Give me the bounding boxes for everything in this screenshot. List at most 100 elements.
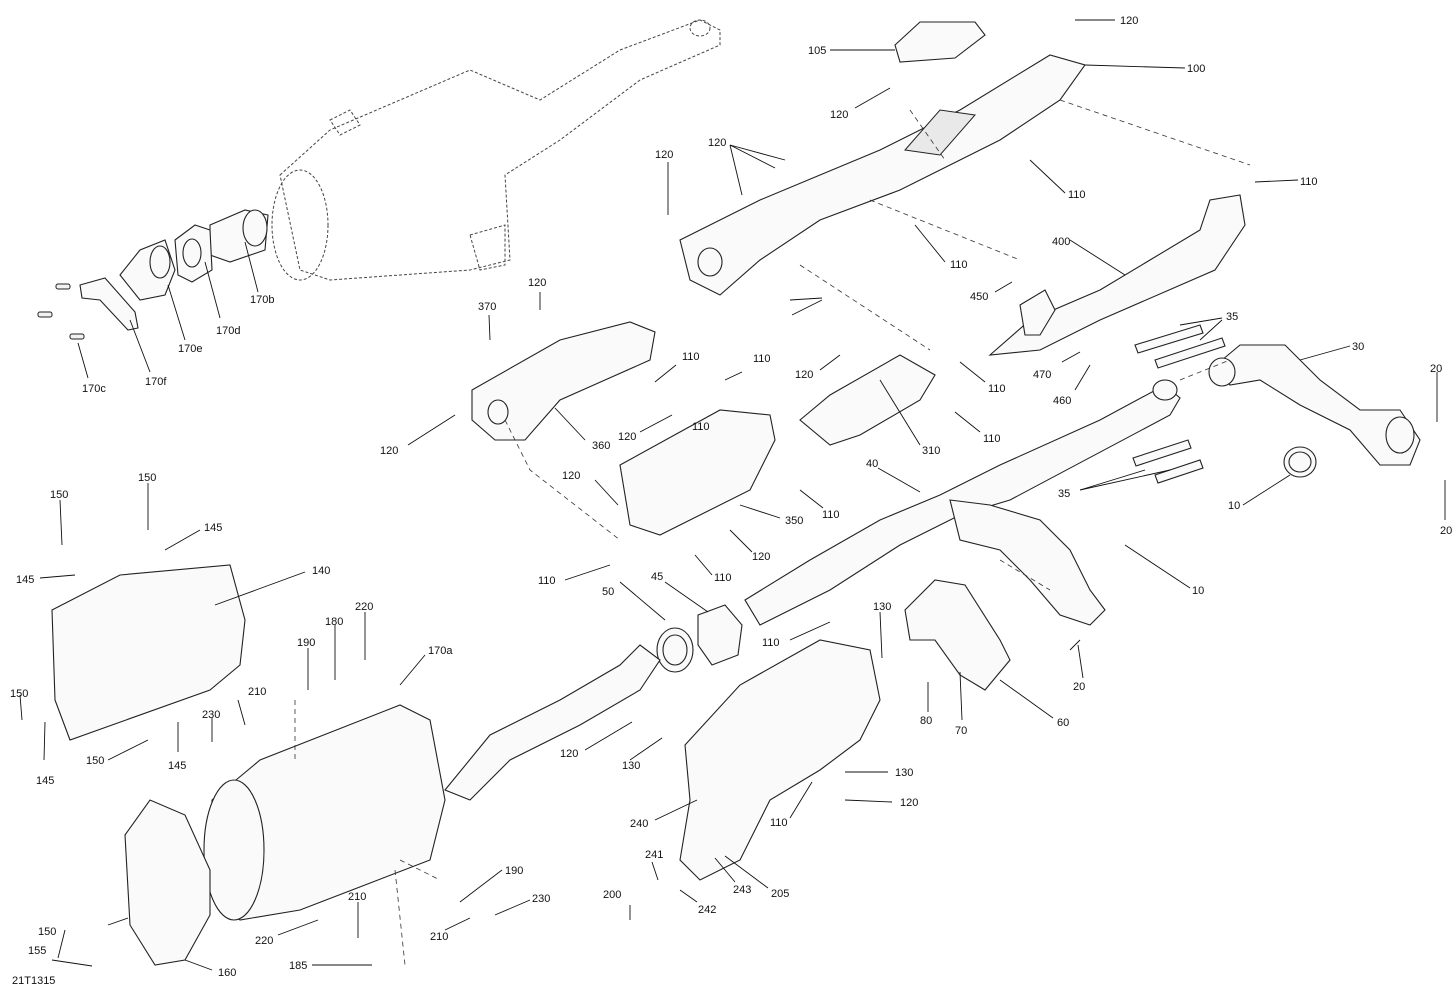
callout-label: 45 — [651, 571, 663, 583]
callout-label: 241 — [645, 849, 663, 861]
callout-label: 60 — [1057, 717, 1069, 729]
callout-label: 130 — [873, 601, 891, 613]
callout-label: 130 — [895, 767, 913, 779]
heat-shield-100 — [679, 54, 1086, 296]
gasket-10 — [1283, 446, 1317, 478]
pipe-40 — [744, 379, 1181, 626]
callout-label: 20 — [1440, 525, 1452, 537]
callout-label: 170b — [250, 294, 274, 306]
callout-label: 210 — [430, 931, 448, 943]
callout-label: 120 — [618, 431, 636, 443]
callout-label: 50 — [602, 586, 614, 598]
callout-label: 110 — [1068, 189, 1086, 201]
heat-shield-400 — [988, 194, 1246, 356]
pipe-30 — [1208, 344, 1421, 466]
callout-label: 200 — [603, 889, 621, 901]
callout-label: 110 — [1300, 176, 1318, 188]
callout-label: 470 — [1033, 369, 1051, 381]
callout-label: 80 — [920, 715, 932, 727]
callout-label: 120 — [562, 470, 580, 482]
callout-label: 145 — [16, 574, 34, 586]
callout-label: 130 — [622, 760, 640, 772]
callout-label: 170a — [428, 645, 453, 657]
springs-35 — [1132, 324, 1226, 484]
callout-label: 120 — [655, 149, 673, 161]
callout-label: 100 — [1187, 63, 1205, 75]
callout-label: 110 — [762, 637, 780, 649]
callout-label: 370 — [478, 301, 496, 313]
heat-shield-350 — [619, 409, 776, 536]
callout-label: 110 — [950, 259, 968, 271]
callout-label: 210 — [348, 891, 366, 903]
callout-label: 35 — [1226, 311, 1238, 323]
callout-label: 220 — [355, 601, 373, 613]
callout-label: 120 — [708, 137, 726, 149]
gasket-170d — [174, 224, 213, 283]
callout-label: 230 — [202, 709, 220, 721]
sleeve-45 — [697, 604, 743, 666]
heat-shield-360 — [471, 321, 656, 441]
callout-label: 145 — [36, 775, 54, 787]
callout-label: 70 — [955, 725, 967, 737]
callout-label: 150 — [38, 926, 56, 938]
callout-label: 10 — [1192, 585, 1204, 597]
callout-label: 110 — [692, 421, 710, 433]
callout-label: 20 — [1430, 363, 1442, 375]
callout-label: 120 — [1120, 15, 1138, 27]
callout-label: 170d — [216, 325, 240, 337]
callout-label: 110 — [988, 383, 1006, 395]
end-cap-160 — [124, 799, 211, 966]
callout-label: 160 — [218, 967, 236, 979]
callout-label: 190 — [297, 637, 315, 649]
callout-label: 110 — [770, 817, 788, 829]
callout-label: 40 — [866, 458, 878, 470]
callout-label: 110 — [538, 575, 556, 587]
callout-label: 110 — [753, 353, 771, 365]
callout-label: 120 — [380, 445, 398, 457]
callout-label: 120 — [752, 551, 770, 563]
callout-label: 220 — [255, 935, 273, 947]
callout-label: 185 — [289, 960, 307, 972]
heat-shield-310 — [799, 354, 936, 446]
assembly-dashed-lines — [294, 99, 1251, 966]
callout-label: 145 — [204, 522, 222, 534]
heat-shield-140 — [51, 564, 246, 741]
callout-label: 120 — [560, 748, 578, 760]
callout-label: 242 — [698, 904, 716, 916]
callout-label: 120 — [795, 369, 813, 381]
callout-label: 170f — [145, 376, 167, 388]
callout-label: 120 — [830, 109, 848, 121]
callout-label: 145 — [168, 760, 186, 772]
callout-label: 20 — [1073, 681, 1085, 693]
muffler-170a — [203, 644, 661, 921]
callout-label: 170c — [82, 383, 106, 395]
callout-label: 10 — [1228, 500, 1240, 512]
callout-label: 120 — [528, 277, 546, 289]
callout-label: 155 — [28, 945, 46, 957]
callout-label: 205 — [771, 888, 789, 900]
callout-label: 120 — [900, 797, 918, 809]
ghost-muffler-outline — [271, 19, 721, 281]
callout-label: 150 — [86, 755, 104, 767]
callout-label: 170e — [178, 343, 202, 355]
callout-label: 350 — [785, 515, 803, 527]
callout-label: 105 — [808, 45, 826, 57]
callout-label: 150 — [50, 489, 68, 501]
callout-label: 240 — [630, 818, 648, 830]
clamp-50 — [656, 627, 694, 673]
callout-label: 35 — [1058, 488, 1070, 500]
screws-170c — [37, 283, 85, 340]
callout-label: 210 — [248, 686, 266, 698]
document-number: 21T1315 — [12, 975, 55, 987]
leader-lines — [19, 19, 1446, 971]
heat-shield-240 — [679, 639, 881, 881]
callout-label: 150 — [10, 688, 28, 700]
callout-label: 110 — [714, 572, 732, 584]
callout-label: 450 — [970, 291, 988, 303]
callout-label: 30 — [1352, 341, 1364, 353]
callout-label: 400 — [1052, 236, 1070, 248]
heat-shield-60 — [904, 579, 1011, 691]
callout-label: 150 — [138, 472, 156, 484]
callout-label: 230 — [532, 893, 550, 905]
